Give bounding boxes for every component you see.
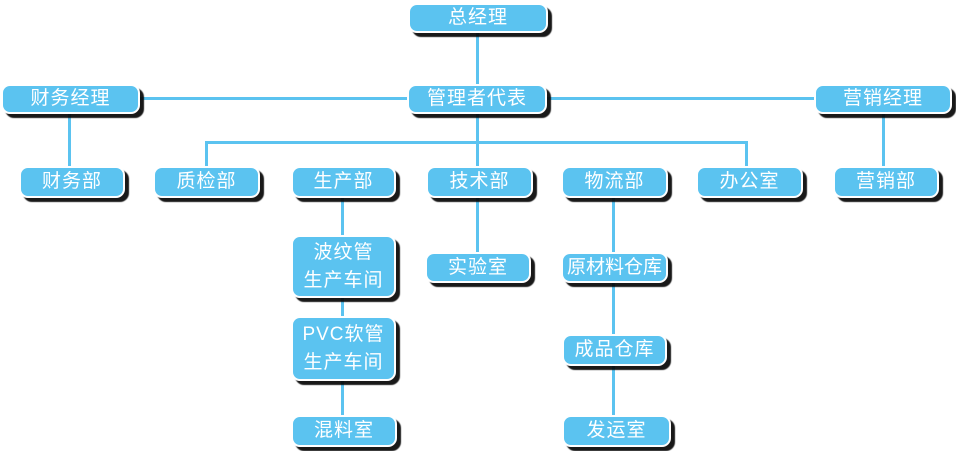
org-node-logistics-dept: 物流部 <box>561 166 668 198</box>
org-node-marketing-dept: 营销部 <box>833 166 939 198</box>
org-node-shipping-room: 发运室 <box>562 415 671 447</box>
connector-level3-bus <box>205 141 748 144</box>
org-node-management-representative: 管理者代表 <box>407 84 547 114</box>
connector-rawwh-to-finishedwh <box>612 281 615 336</box>
org-node-office: 办公室 <box>696 166 803 198</box>
org-node-pvc-hose-workshop: PVC软管 生产车间 <box>291 316 396 381</box>
org-node-production-dept: 生产部 <box>291 166 396 198</box>
org-node-technology-dept: 技术部 <box>426 166 533 198</box>
connector-prod-to-corrugated <box>341 196 344 237</box>
org-node-finance-manager: 财务经理 <box>1 84 140 114</box>
connector-bus-to-office <box>745 141 748 167</box>
org-node-corrugated-pipe-workshop: 波纹管 生产车间 <box>291 235 396 298</box>
connector-bus-to-qc <box>205 141 208 167</box>
connector-rep-to-techdept <box>476 112 479 168</box>
connector-gm-to-rep <box>476 31 479 86</box>
connector-finmgr-to-findept <box>68 112 71 167</box>
connector-finishedwh-to-shipping <box>612 364 615 417</box>
org-node-quality-inspection-dept: 质检部 <box>153 166 260 198</box>
org-node-mixing-room: 混料室 <box>291 415 397 447</box>
connector-mktmgr-to-mktdept <box>882 112 885 167</box>
connector-pvc-to-mixing <box>341 379 344 417</box>
org-node-finished-goods-warehouse: 成品仓库 <box>562 334 667 366</box>
connector-corrugated-to-pvc <box>341 296 344 318</box>
org-node-marketing-manager: 营销经理 <box>814 84 952 114</box>
org-node-raw-material-warehouse: 原材料仓库 <box>561 252 668 283</box>
org-node-general-manager: 总经理 <box>408 3 548 33</box>
connector-finmgr-to-rep <box>138 97 408 100</box>
connector-rep-to-mktmgr <box>546 97 816 100</box>
connector-tech-to-lab <box>476 196 479 254</box>
org-node-finance-dept: 财务部 <box>19 166 125 198</box>
org-node-laboratory: 实验室 <box>425 252 531 283</box>
connector-logistics-to-rawwh <box>612 196 615 254</box>
